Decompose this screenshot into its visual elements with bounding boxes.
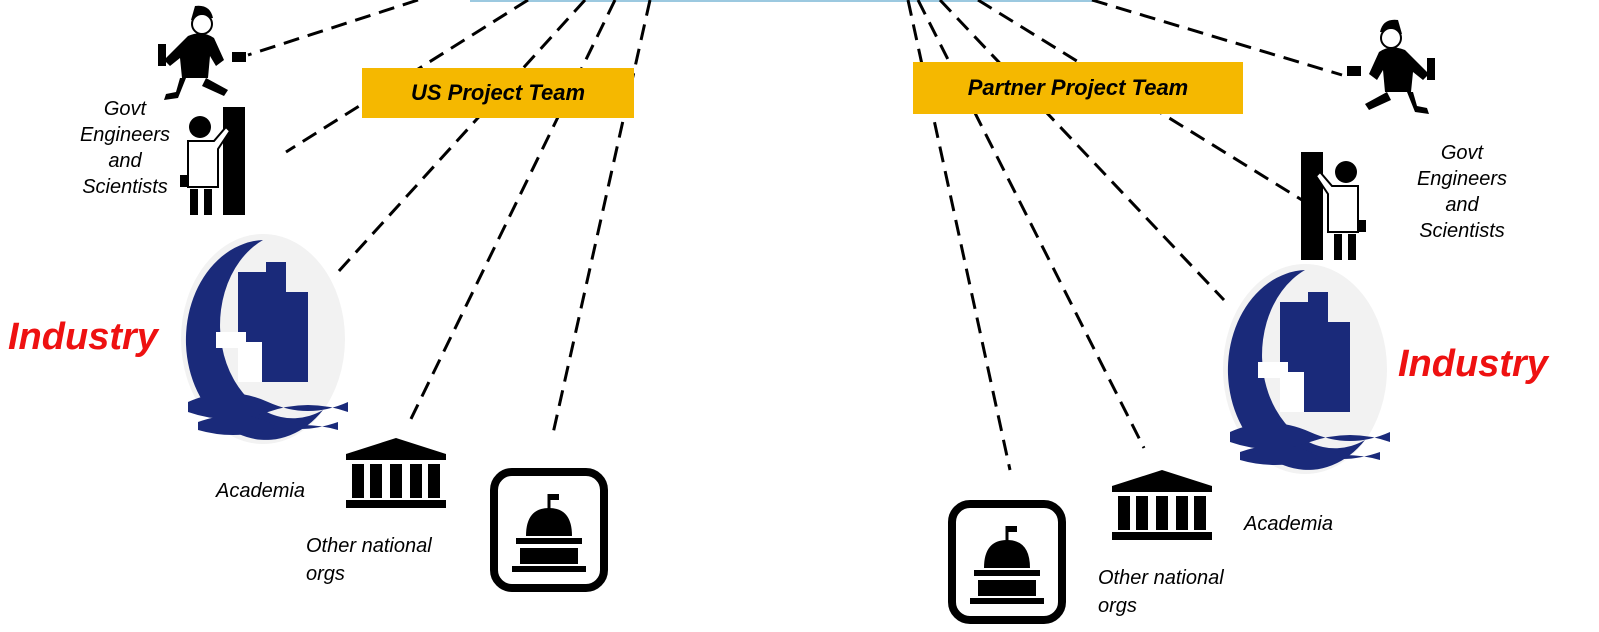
line-right-industry [938, 0, 1226, 302]
line-left-capitol [550, 0, 652, 439]
left-academia-label: Academia [216, 480, 305, 502]
worker-running-icon [158, 5, 246, 100]
left-industry-label: Industry [8, 316, 158, 358]
university-building-icon [1112, 470, 1212, 540]
engineer-at-board-icon [1301, 152, 1366, 260]
left-govt-label: Govt Engineers and Scientists [79, 98, 171, 198]
partner-project-team-label: Partner Project Team [913, 62, 1243, 114]
line-left-academia [406, 0, 617, 426]
capitol-dome-icon [490, 468, 608, 592]
line-left-worker [247, 0, 419, 57]
line-left-engineer [285, 0, 529, 154]
industry-building-icon [181, 234, 348, 444]
line-left-industry [336, 0, 587, 274]
right-academia-label: Academia [1244, 513, 1333, 535]
left-other-orgs-label: Other national orgs [306, 535, 432, 585]
engineer-at-board-icon [180, 107, 245, 215]
us-project-team-label: US Project Team [362, 68, 634, 118]
line-right-worker [1091, 0, 1343, 77]
capitol-dome-icon [948, 500, 1066, 624]
right-govt-label: Govt Engineers and Scientists [1416, 142, 1508, 242]
industry-building-icon [1223, 264, 1390, 474]
top-connector-bar [470, 0, 1095, 2]
right-other-orgs-label: Other national orgs [1098, 567, 1224, 617]
worker-running-icon [1347, 19, 1435, 114]
university-building-icon [346, 438, 446, 508]
right-industry-label: Industry [1398, 343, 1548, 385]
